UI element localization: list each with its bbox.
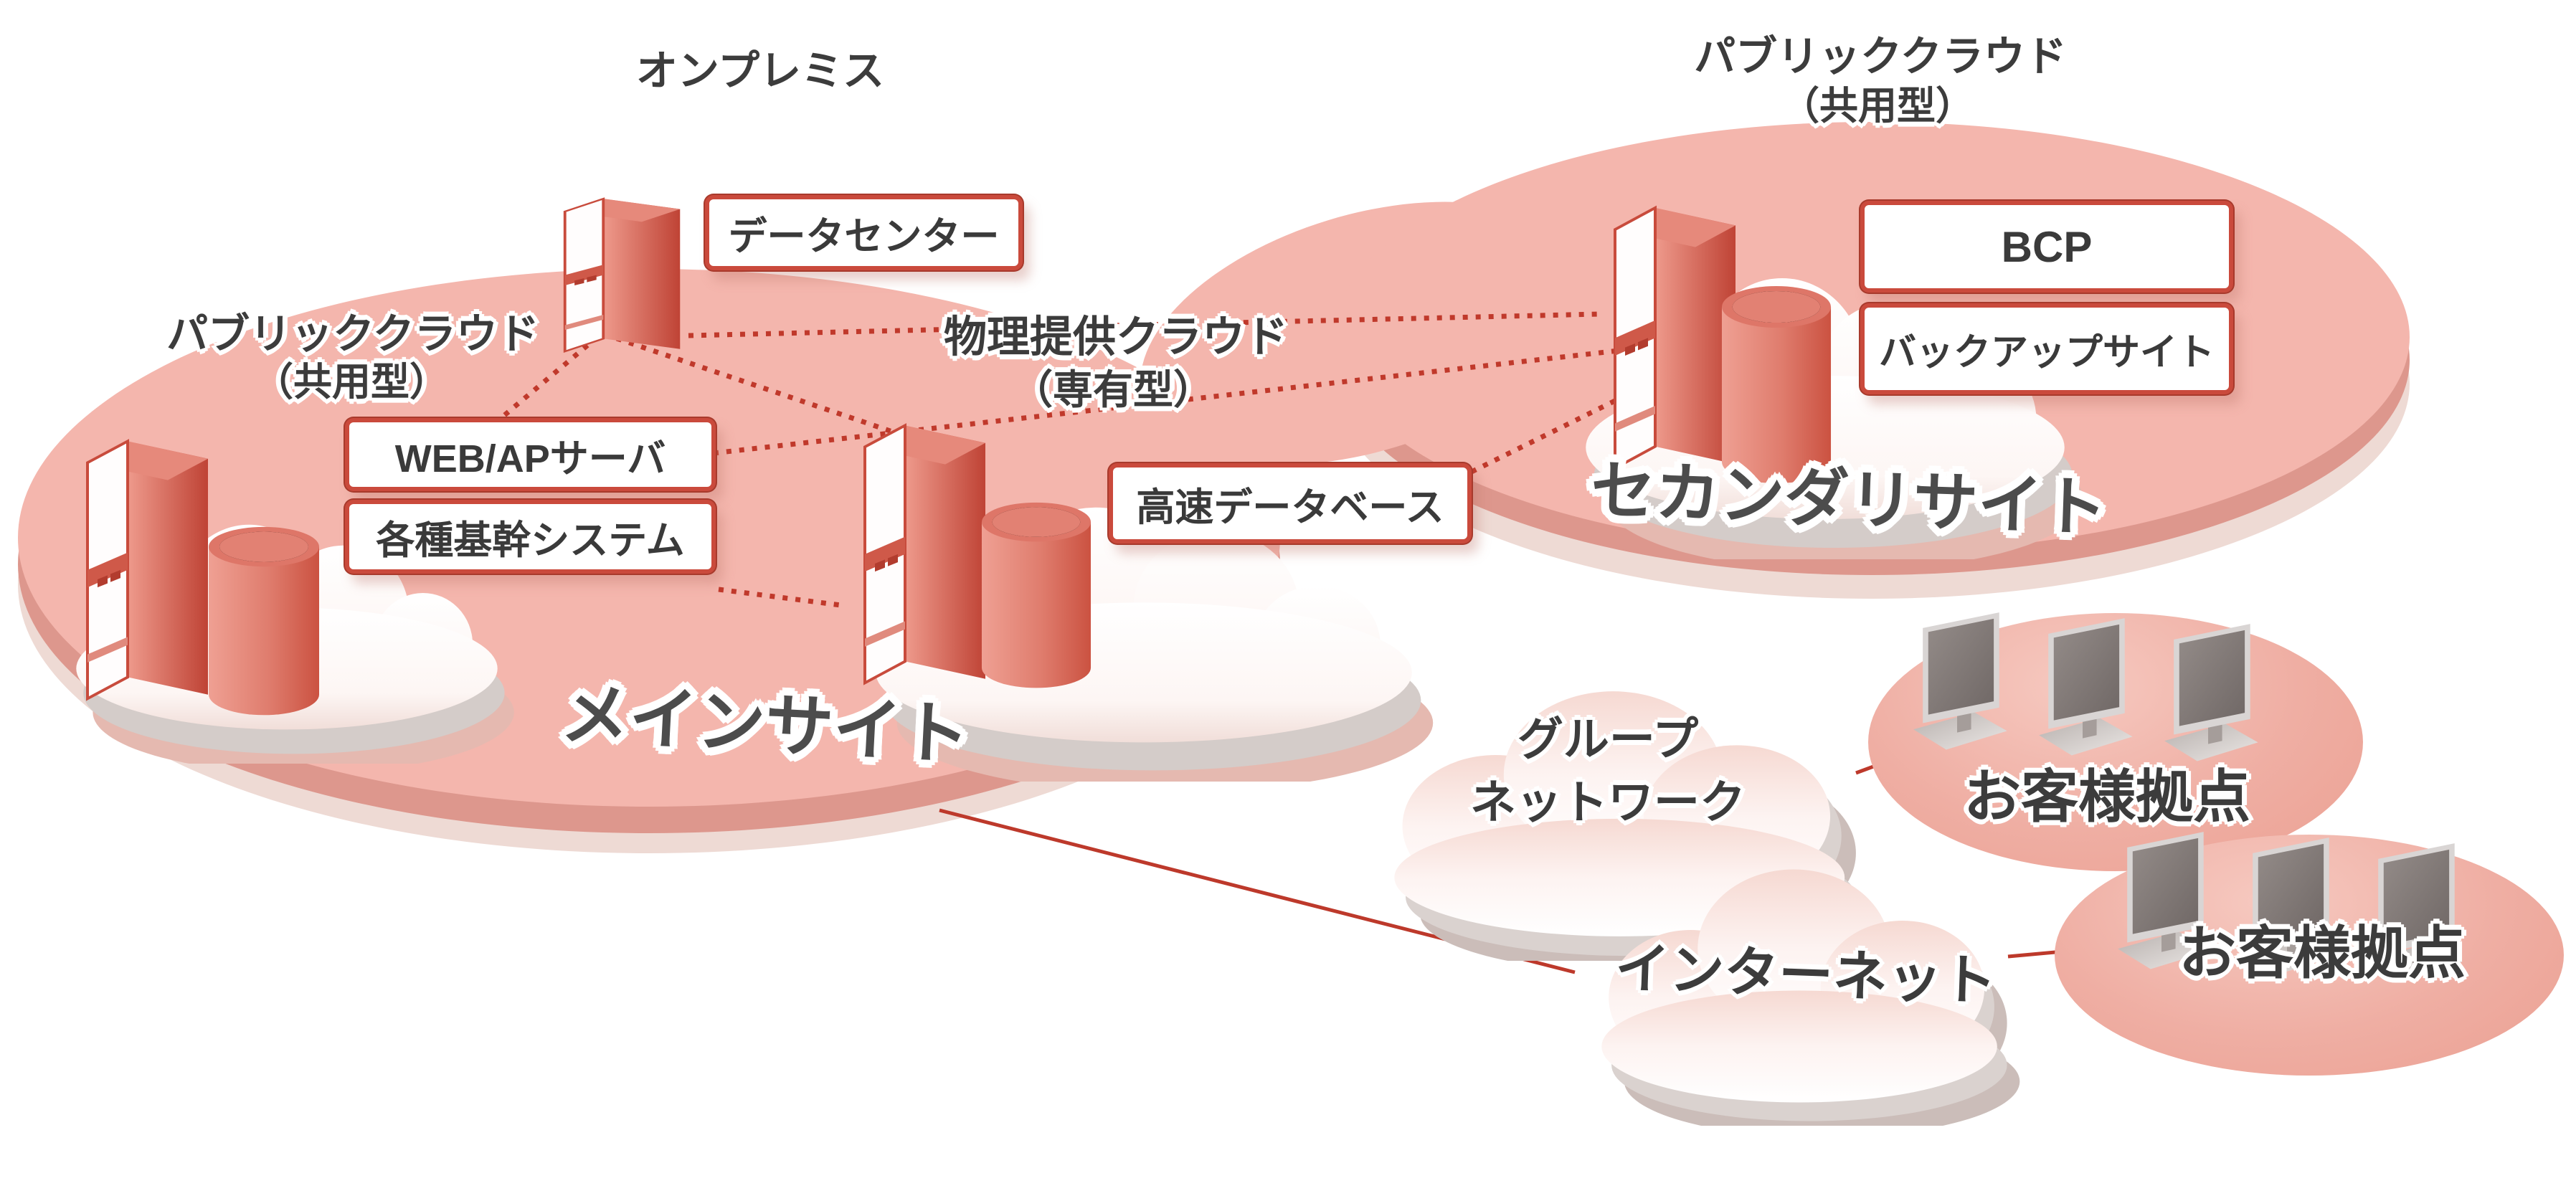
customer1-monitor-icon [2037, 617, 2155, 769]
core-systems-box: 各種基幹システム [345, 500, 716, 574]
dotted-links [491, 311, 1626, 609]
customer1-monitor-icon [1911, 611, 2030, 763]
onprem-server-icon [561, 183, 684, 366]
backup-site-box: バックアップサイト [1860, 303, 2233, 394]
bcp-box-label: BCP [2001, 222, 2093, 271]
high-speed-db-box: 高速データベース [1109, 463, 1472, 544]
group-network-label-line1: グループ [1517, 713, 1699, 766]
bcp-box: BCP [1860, 201, 2233, 293]
secondary-database-icon [1720, 284, 1833, 488]
customer1-monitor-icon [2162, 622, 2281, 774]
webap-server-box: WEB/APサーバ [345, 418, 716, 491]
public-cloud-server-icon [83, 414, 212, 723]
backup-site-box-label: バックアップサイト [1878, 332, 2215, 374]
customer-site-label-2: お客様拠点 [2179, 921, 2466, 985]
group-network-label-line2: ネットワーク [1470, 777, 1746, 829]
public-cloud-database-icon [207, 525, 321, 720]
core-systems-box-label: 各種基幹システム [376, 519, 685, 562]
high-speed-db-box-label: 高速データベース [1136, 485, 1444, 529]
webap-server-box-label: WEB/APサーバ [394, 437, 666, 480]
datacenter-box: データセンター [705, 195, 1023, 270]
physical-cloud-server-icon [861, 399, 990, 707]
onprem-label: オンプレミス [635, 47, 885, 95]
physical-cloud-label: 物理提供クラウド [944, 313, 1288, 361]
public-cloud-left-label: パブリッククラウド [166, 310, 539, 358]
public-cloud-left-sublabel: （共用型） [255, 360, 448, 404]
public-cloud-right-sublabel: （共用型） [1781, 84, 1974, 128]
physical-cloud-sublabel: （専有型） [1013, 366, 1213, 412]
physical-cloud-database-icon [980, 500, 1093, 693]
customer-site-label-1: お客様拠点 [1964, 765, 2250, 829]
internet-label: インターネット [1614, 938, 1998, 1012]
public-cloud-right-label: パブリッククラウド [1694, 33, 2067, 80]
datacenter-box-label: データセンター [728, 215, 1000, 258]
